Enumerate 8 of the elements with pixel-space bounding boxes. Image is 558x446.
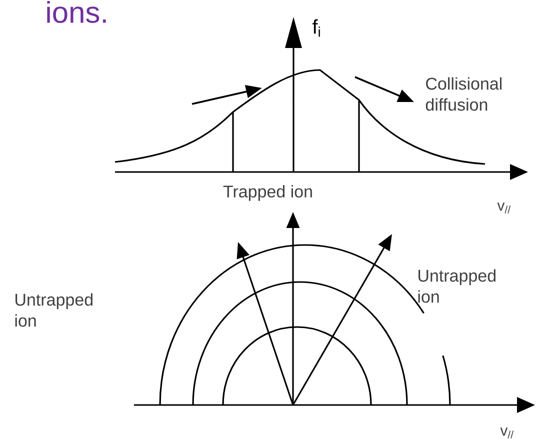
annotation-text: Untrapped ion [15, 293, 92, 327]
annotation-text: Untrapped ion [418, 269, 496, 303]
caption-fragment: ions. [47, 0, 106, 24]
axis-label: v$_{//}$ [500, 428, 514, 438]
axis-label: f$_{i}$ [312, 19, 320, 37]
annotation-text: Collisional diffusion [426, 77, 502, 111]
axis-label: v$_{//}$ [497, 202, 511, 214]
annotation-text: Trapped ion [223, 185, 312, 201]
